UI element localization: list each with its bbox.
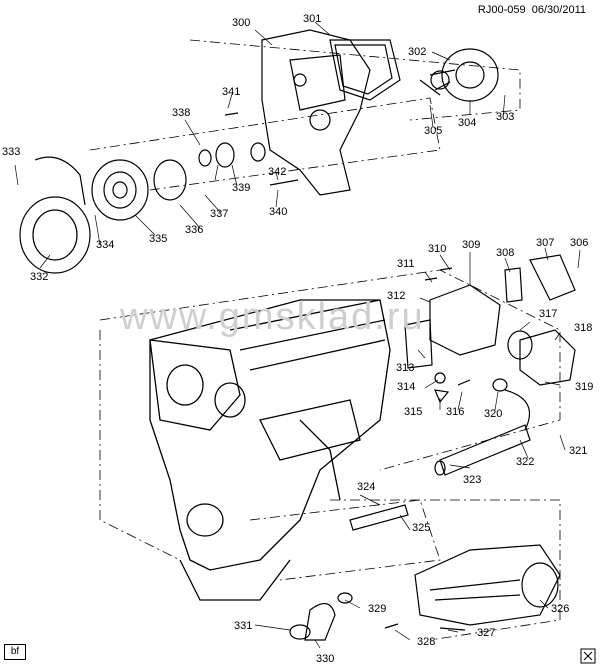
callout-332: 332 <box>30 271 49 283</box>
callout-307: 307 <box>536 237 555 249</box>
callout-302: 302 <box>408 46 427 58</box>
callout-301: 301 <box>303 13 322 25</box>
callout-323: 323 <box>463 474 482 486</box>
callout-329: 329 <box>368 603 387 615</box>
diagram-reference: RJ00-059 06/30/2011 <box>478 4 586 16</box>
callout-322: 322 <box>516 456 535 468</box>
callout-339: 339 <box>232 182 251 194</box>
oil-cooler <box>289 544 561 641</box>
thermostat-housing <box>404 254 576 431</box>
callout-330: 330 <box>316 653 335 665</box>
callout-327: 327 <box>477 627 496 639</box>
coolant-pipe <box>349 424 531 531</box>
callout-314: 314 <box>397 381 416 393</box>
callout-300: 300 <box>232 17 251 29</box>
callout-305: 305 <box>424 125 443 137</box>
callout-311: 311 <box>397 258 415 270</box>
callout-325: 325 <box>412 522 431 534</box>
leader-lines <box>14 21 581 649</box>
callout-341: 341 <box>222 86 241 98</box>
callout-310: 310 <box>428 243 447 255</box>
callout-342: 342 <box>268 166 287 178</box>
watermark: www.gmsklad.ru <box>120 296 425 338</box>
callout-318: 318 <box>574 322 593 334</box>
callout-303: 303 <box>496 111 515 123</box>
callout-321: 321 <box>569 445 588 457</box>
callout-320: 320 <box>484 408 503 420</box>
corner-tag: bf <box>4 644 26 660</box>
diagram-code: RJ00-059 <box>477 4 526 16</box>
callout-324: 324 <box>357 481 376 493</box>
callout-315: 315 <box>404 406 423 418</box>
callout-313: 313 <box>396 362 415 374</box>
callout-338: 338 <box>172 107 191 119</box>
callout-308: 308 <box>496 247 515 259</box>
callout-312: 312 <box>387 290 406 302</box>
grouping-frames <box>89 39 561 641</box>
callout-335: 335 <box>149 233 168 245</box>
callout-317: 317 <box>539 308 558 320</box>
callout-304: 304 <box>458 117 477 129</box>
callout-309: 309 <box>462 239 481 251</box>
pulley-group <box>19 112 299 274</box>
registration-mark-icon <box>580 648 596 664</box>
water-pump-right <box>419 48 499 102</box>
diagram-date: 06/30/2011 <box>531 4 586 16</box>
engine-block <box>149 299 391 601</box>
callout-331: 331 <box>234 620 253 632</box>
callout-334: 334 <box>96 239 115 251</box>
callout-319: 319 <box>575 381 594 393</box>
callout-316: 316 <box>446 406 465 418</box>
callout-333: 333 <box>2 146 21 158</box>
callout-336: 336 <box>185 224 204 236</box>
callout-306: 306 <box>570 237 589 249</box>
callout-326: 326 <box>551 603 570 615</box>
callout-340: 340 <box>269 206 288 218</box>
callout-337: 337 <box>210 208 229 220</box>
front-cover-assembly <box>261 29 401 196</box>
callout-328: 328 <box>417 636 436 648</box>
